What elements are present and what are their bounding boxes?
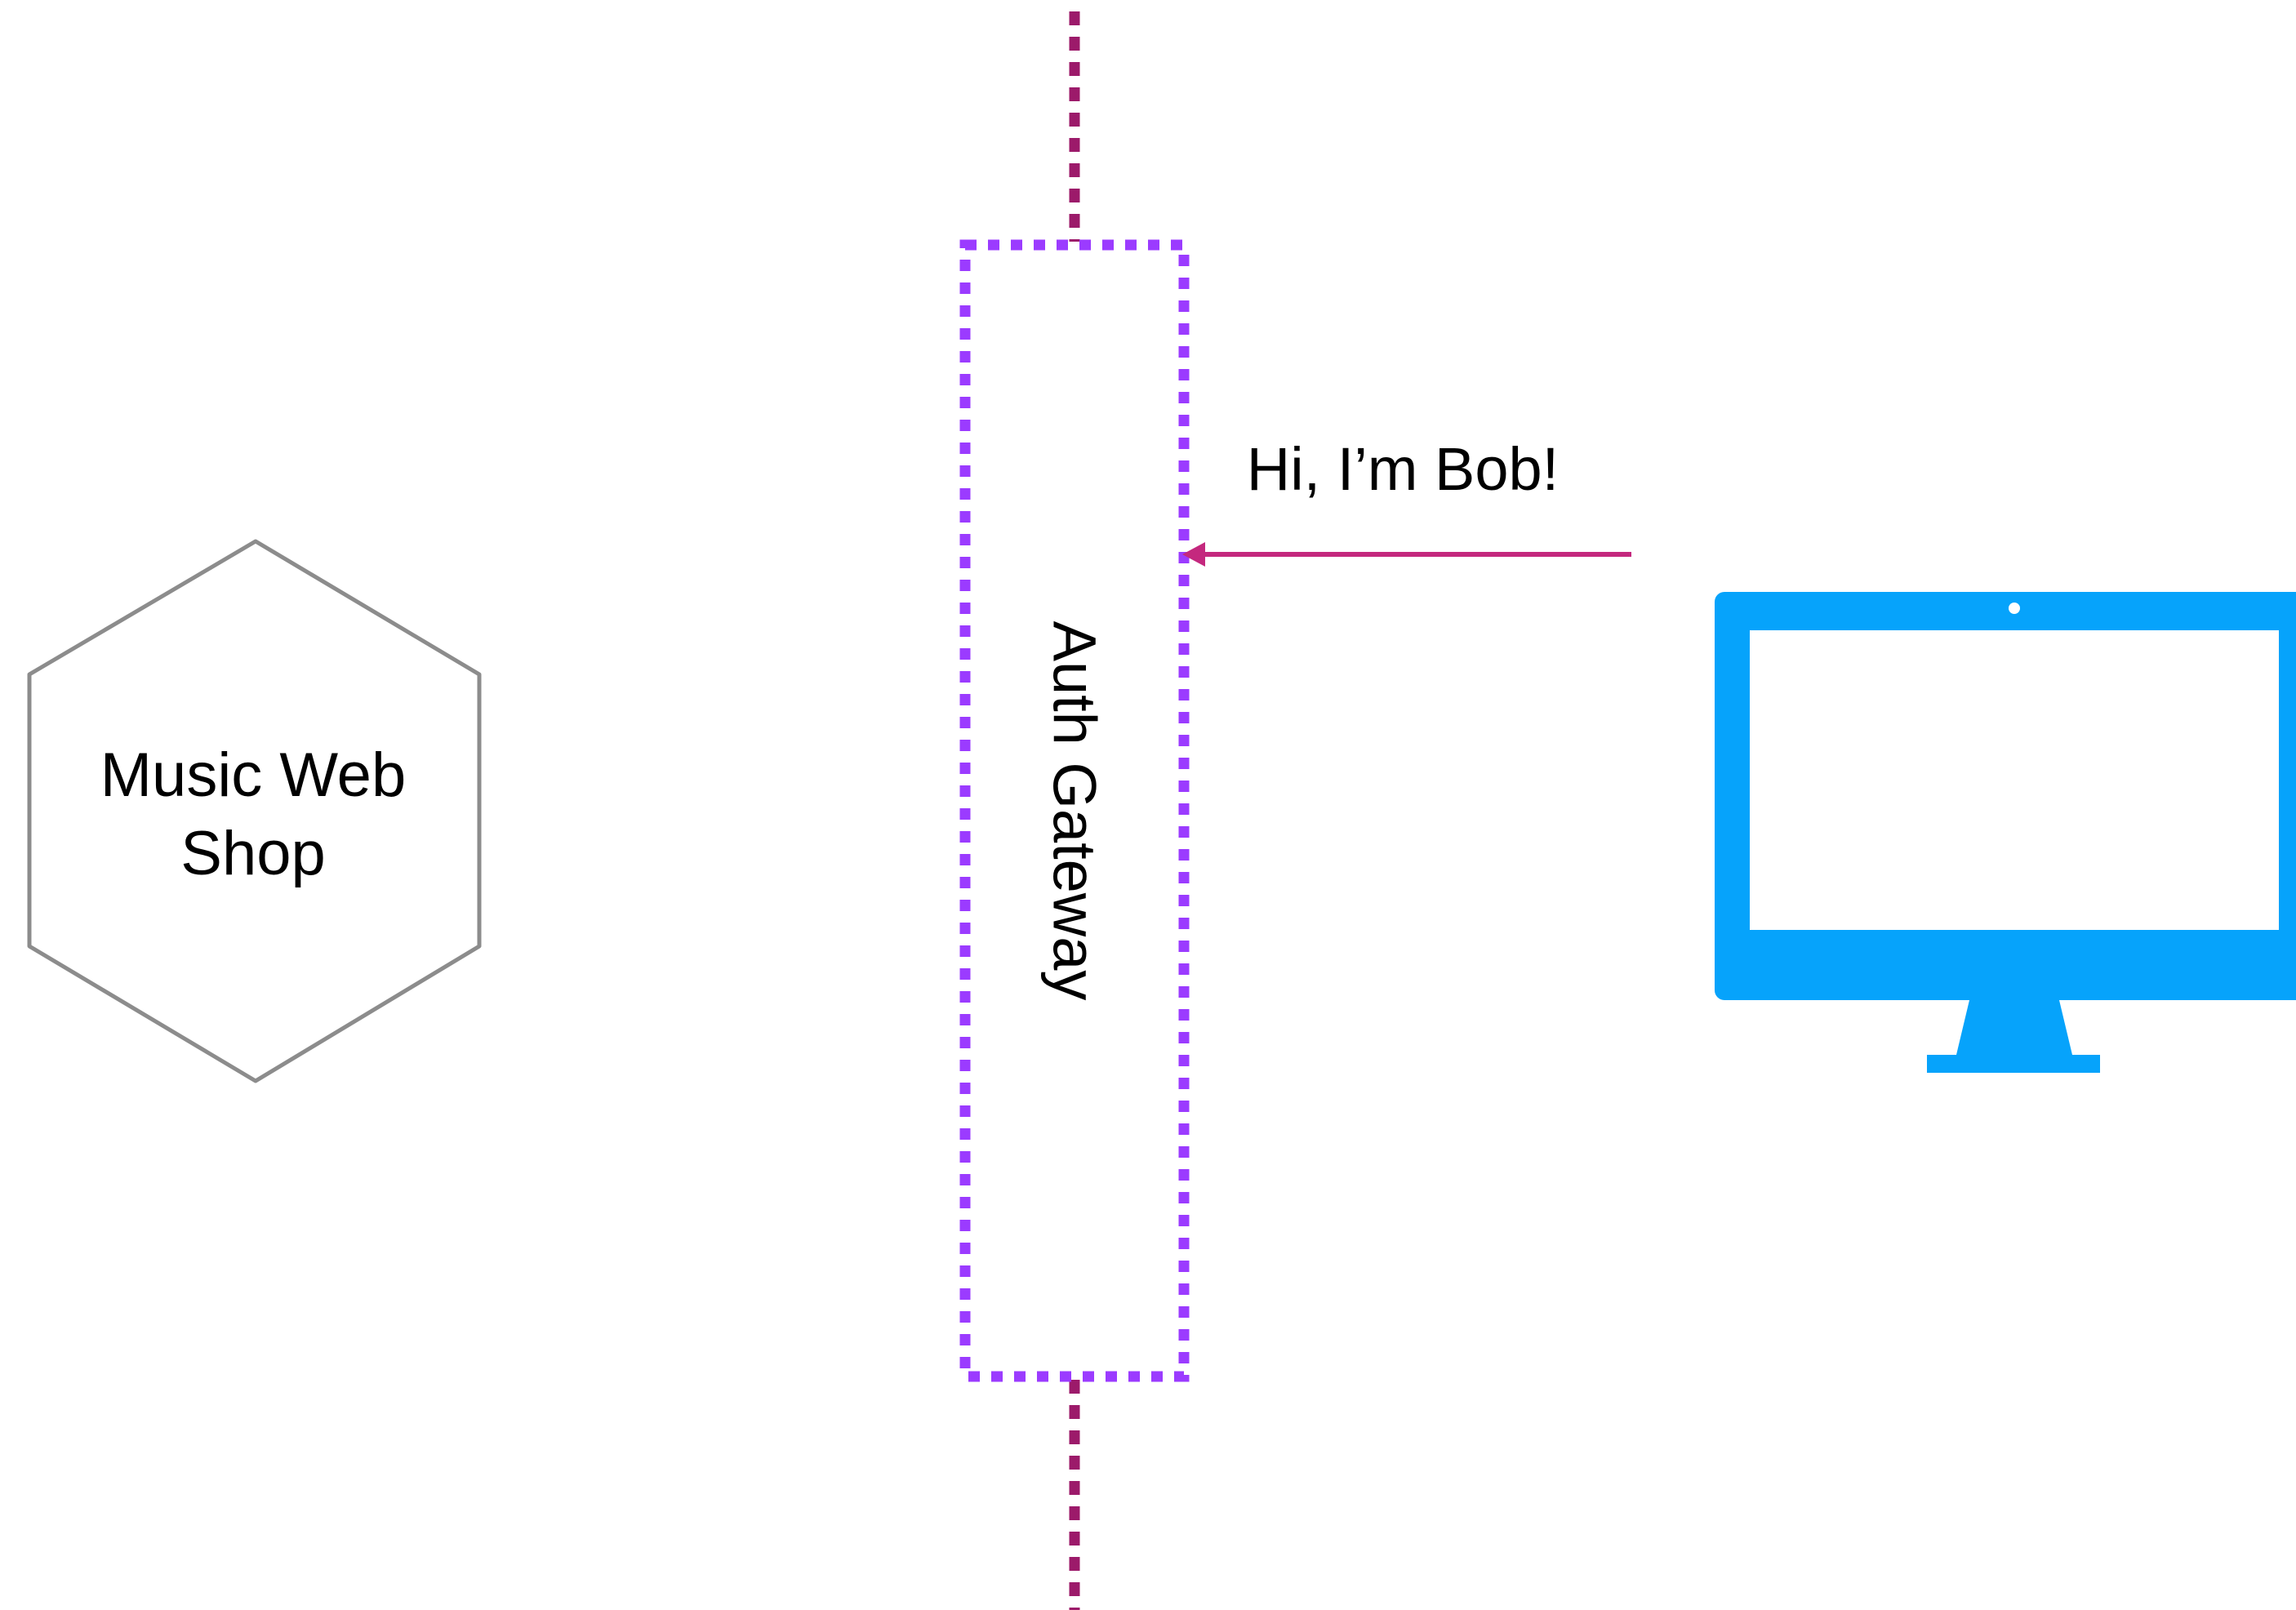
request-arrow-label: Hi, I’m Bob!: [1247, 435, 1559, 503]
auth-gateway-box: [959, 239, 1190, 1382]
monitor-stand-base: [1927, 1055, 2100, 1073]
music-web-shop-label-line2: Shop: [180, 819, 326, 888]
music-web-shop: Music Web Shop: [27, 539, 482, 1083]
monitor-stand-neck: [1956, 1000, 2072, 1055]
request-arrow: Hi, I’m Bob!: [1182, 435, 1631, 567]
monitor-camera: [2009, 603, 2020, 614]
request-arrowhead: [1182, 542, 1205, 567]
auth-gateway-label: Auth Gateway: [1041, 621, 1109, 1001]
music-web-shop-label-line1: Music Web: [100, 741, 406, 810]
desktop-monitor-icon: [1715, 592, 2296, 1073]
auth-gateway: Auth Gateway: [959, 239, 1190, 1382]
hexagon-service-icon: [27, 539, 482, 1083]
monitor-screen: [1750, 630, 2279, 930]
